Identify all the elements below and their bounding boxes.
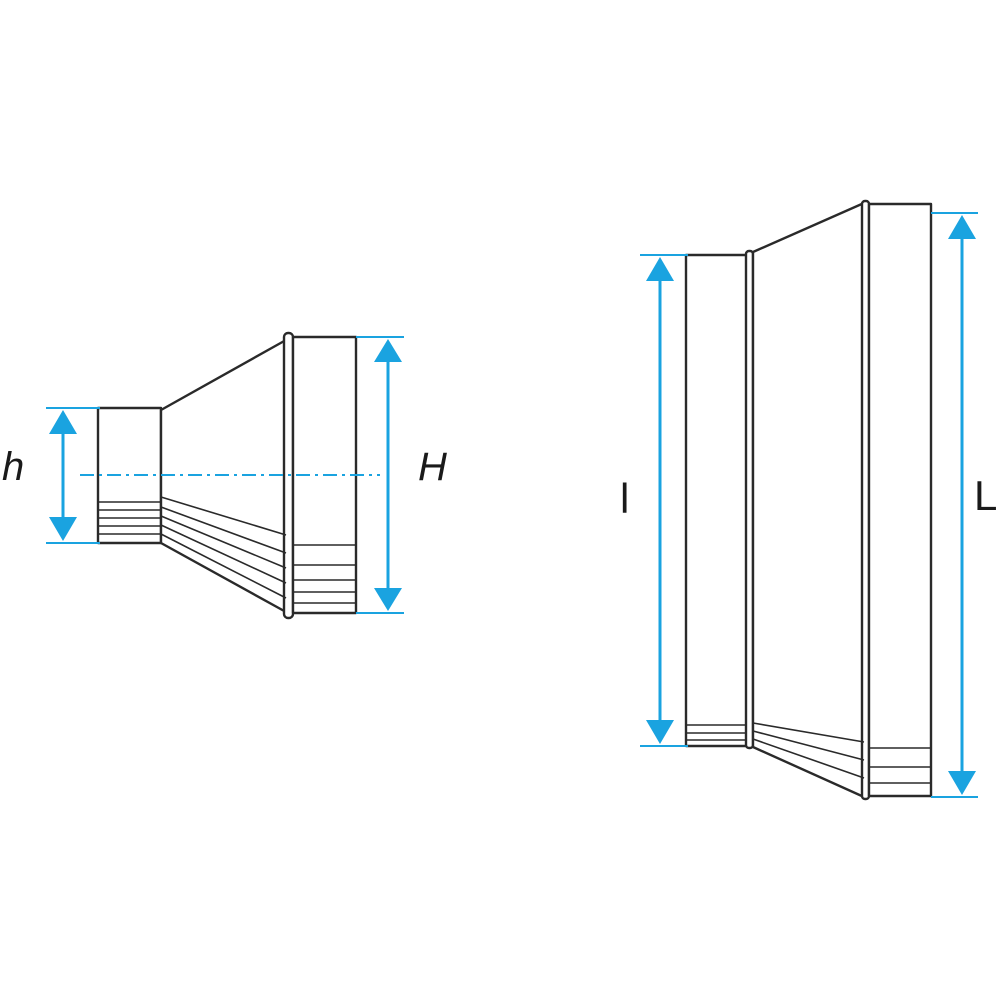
small-collar-ribs: [98, 501, 161, 535]
small-collar-ribs: [686, 724, 747, 741]
l-dimension: [640, 254, 688, 747]
label-H: H: [418, 445, 447, 489]
small-collar: [684, 253, 749, 748]
large-collar-ribs: [293, 544, 356, 604]
label-l: l: [620, 475, 629, 522]
L-dimension: [931, 212, 978, 798]
reducer-cone: [751, 201, 866, 799]
reducer-side-view: h H: [2, 331, 447, 620]
arrowhead-down: [374, 588, 402, 611]
arrowhead-down: [948, 771, 976, 795]
H-dimension: [356, 336, 404, 614]
large-collar-ribs: [869, 747, 931, 784]
label-L: L: [974, 472, 997, 519]
arrowhead-up: [49, 410, 77, 434]
arrowhead-up: [948, 215, 976, 239]
reducer-top-view: l L: [620, 199, 997, 801]
large-collar: [867, 202, 933, 798]
arrowhead-down: [49, 517, 77, 541]
arrowhead-down: [646, 720, 674, 744]
h-dimension: [46, 407, 100, 544]
label-h: h: [2, 445, 24, 489]
arrowhead-up: [646, 257, 674, 281]
arrowhead-up: [374, 339, 402, 362]
cone-ribs: [160, 496, 287, 599]
cone-ribs: [752, 722, 865, 779]
